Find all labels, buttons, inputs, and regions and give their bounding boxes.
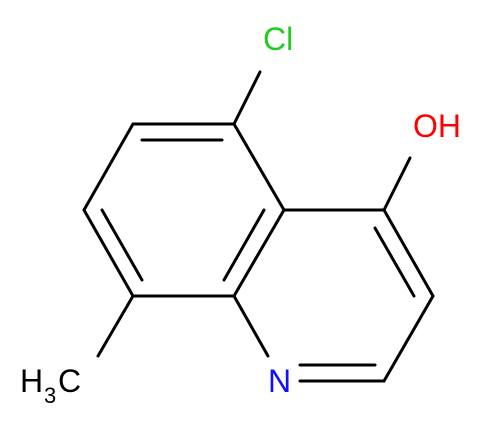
bond-c4-c3-inner [373,226,416,298]
bond-n-c8a [232,294,270,358]
hydroxyl-label: OH [413,108,461,144]
bond-c4a-c5 [232,122,286,212]
bond-c8-methyl [96,294,135,358]
methyl-label: H 3 C [20,363,81,408]
methyl-h: H [20,363,43,399]
bonds [82,70,435,383]
nitrogen-label: N [268,363,291,399]
bond-c8a-c4a [232,208,286,298]
bond-c7-c8-inner [100,208,144,282]
bond-c4-o [382,156,412,212]
bond-c5-cl [232,70,262,126]
bond-c7-c8 [82,208,135,298]
bond-c4-c3 [382,208,435,298]
bond-c3-c2 [382,294,435,383]
bond-c8a-c4a-inner [222,208,266,282]
atom-labels: Cl OH N H 3 C [20,21,461,408]
chlorine-label: Cl [263,21,293,57]
methyl-subscript: 3 [44,383,56,408]
methyl-c: C [58,363,81,399]
bond-c6-c7 [82,122,135,212]
